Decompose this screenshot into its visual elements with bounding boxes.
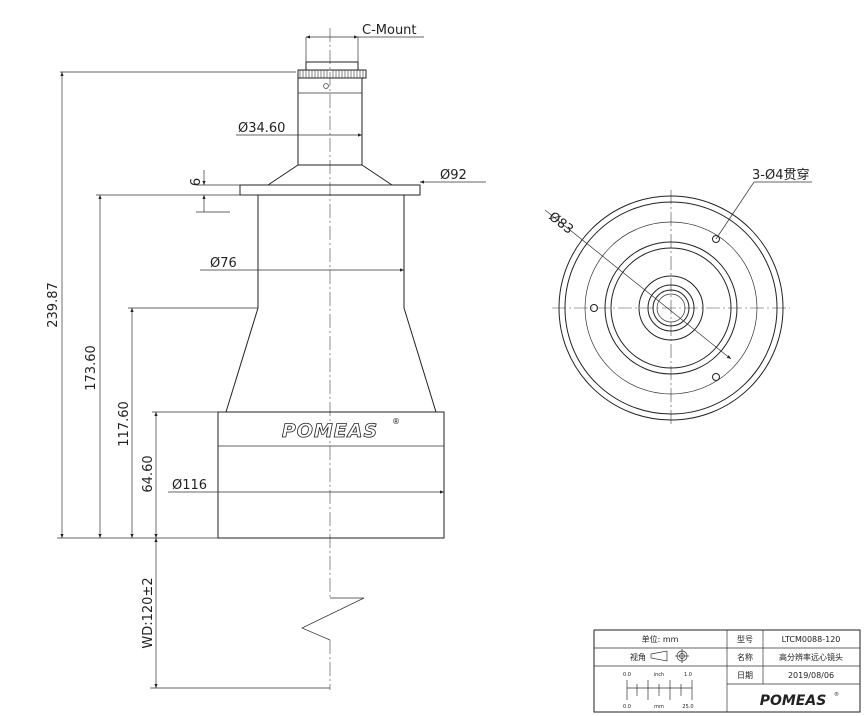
tb-brand-logo: POMEAS xyxy=(760,693,827,709)
dim-dia-92: Ø92 xyxy=(440,168,467,183)
dim-total: 239.87 xyxy=(46,282,61,328)
tb-date-label: 日期 xyxy=(737,671,753,680)
projection-symbol-icon xyxy=(650,649,689,663)
dim-dia-76: Ø76 xyxy=(210,256,237,271)
side-view: POMEAS ® 239.87 173.60 117.60 64.60 WD:1… xyxy=(46,23,486,690)
bolt-circle xyxy=(584,221,758,395)
dim-dia-83: Ø83 xyxy=(546,209,576,237)
hole-3 xyxy=(712,373,720,381)
label-holes: 3-Ø4贯穿 xyxy=(752,167,809,183)
tb-date: 2019/08/06 xyxy=(788,671,834,680)
label-c-mount: C-Mount xyxy=(362,23,417,38)
dim-dia-116: Ø116 xyxy=(172,478,207,493)
taper xyxy=(267,164,393,186)
dim-173: 173.60 xyxy=(84,345,99,391)
holes-leader xyxy=(715,181,755,240)
scale-bot-left: 0.0 xyxy=(623,704,631,710)
wd-break xyxy=(301,597,365,641)
tb-model: LTCM0088-120 xyxy=(782,635,841,644)
scale-ruler: 0.0 inch 1.0 0.0 mm 25.0 xyxy=(623,672,694,710)
screw-hole xyxy=(323,83,329,89)
tb-unit: 单位: mm xyxy=(642,634,679,644)
outer-ring xyxy=(558,195,784,421)
scale-bot-right: 25.0 xyxy=(682,704,693,710)
front-view: Ø83 3-Ø4贯穿 xyxy=(544,167,812,425)
mount-tube xyxy=(297,78,363,166)
dim-6: 6 xyxy=(189,178,204,186)
dim-117: 117.60 xyxy=(117,401,132,447)
scale-top-right: 1.0 xyxy=(684,672,692,678)
body xyxy=(257,195,405,308)
registered-mark: ® xyxy=(392,417,400,426)
tb-model-label: 型号 xyxy=(737,635,753,644)
dim-64: 64.60 xyxy=(141,455,156,492)
cone xyxy=(225,307,437,413)
scale-top-mid: inch xyxy=(654,672,664,678)
scale-bot-mid: mm xyxy=(654,704,664,710)
tb-view-label: 视角 xyxy=(630,652,646,662)
housing-logo: POMEAS xyxy=(282,420,378,442)
front-housing xyxy=(217,411,445,539)
extension-lines xyxy=(57,71,330,689)
hole-2 xyxy=(590,304,598,312)
hole-1 xyxy=(712,235,720,243)
title-block: 单位: mm 型号 LTCM0088-120 视角 名称 高分辨率远心镜头 日期… xyxy=(593,629,861,713)
dim-83-line xyxy=(544,209,732,360)
tb-name: 高分辨率远心镜头 xyxy=(779,652,843,662)
tb-name-label: 名称 xyxy=(737,652,753,662)
tb-registered-mark: ® xyxy=(834,691,839,698)
dim-dia-34: Ø34.60 xyxy=(238,121,285,136)
scale-top-left: 0.0 xyxy=(623,672,631,678)
c-mount-thread xyxy=(297,61,367,79)
dim-wd: WD:120±2 xyxy=(141,577,156,648)
